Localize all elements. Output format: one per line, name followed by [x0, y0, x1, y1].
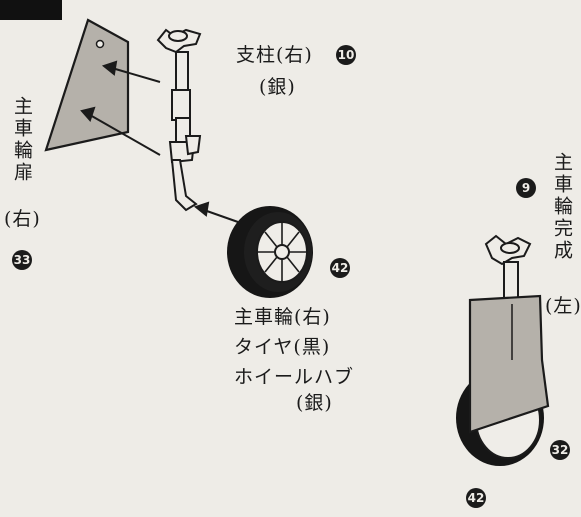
- complete-name-label: 主車輪完成: [551, 152, 573, 262]
- complete-side-label: (左): [545, 295, 581, 317]
- door-part-number: 33: [12, 250, 32, 270]
- door-attach-arrows: [80, 60, 161, 156]
- strut-right: [156, 28, 202, 212]
- wheel-attach-arrow: [193, 201, 239, 223]
- complete-strut-number: 32: [550, 440, 570, 460]
- strut-color-label: (銀): [259, 76, 296, 98]
- complete-wheel-number: 42: [466, 488, 486, 508]
- wheel-label-line-3: ホイールハブ: [234, 366, 355, 388]
- main-wheel-left-complete: [456, 234, 550, 466]
- corner-tab: [0, 0, 62, 20]
- strut-part-number: 10: [336, 45, 356, 65]
- wheel-label-line-1: 主車輪(右): [234, 306, 331, 328]
- wheel-part-number: 42: [330, 258, 350, 278]
- door-side-label: (右): [4, 208, 41, 230]
- main-wheel-door-right: [44, 18, 130, 152]
- wheel-label-line-2: タイヤ(黒): [234, 336, 331, 358]
- complete-part-number: 9: [516, 178, 536, 198]
- strut-name-label: 支柱(右): [236, 44, 313, 66]
- wheel-label-line-4: (銀): [296, 392, 333, 414]
- main-wheel-right: [227, 206, 313, 298]
- door-name-label: 主車輪扉: [11, 96, 33, 184]
